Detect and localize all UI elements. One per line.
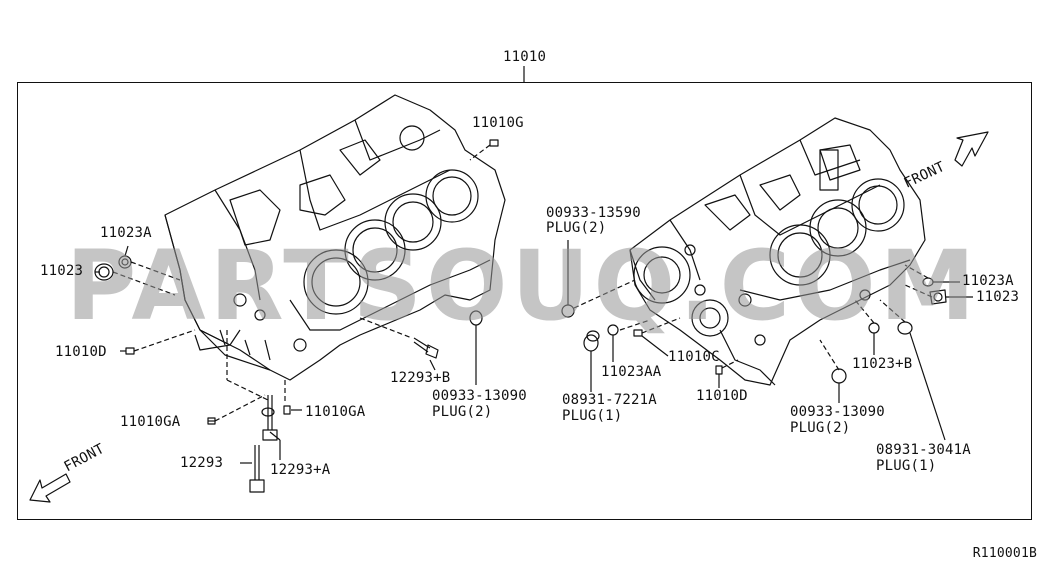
- label-00933-13590: 00933-13590: [546, 205, 641, 221]
- reference-code: R110001B: [972, 546, 1037, 561]
- label-12293b: 12293+B: [390, 370, 451, 386]
- label-plug1-right: PLUG(1): [876, 458, 937, 474]
- label-plug2-top: PLUG(2): [546, 220, 607, 236]
- label-12293: 12293: [180, 455, 224, 471]
- label-11010d-left: 11010D: [55, 344, 107, 360]
- label-00933-13090-left: 00933-13090: [432, 388, 527, 404]
- label-08931-7221a: 08931-7221A: [562, 392, 657, 408]
- label-11010d-right: 11010D: [696, 388, 748, 404]
- label-11010c: 11010C: [668, 349, 720, 365]
- label-11010ga-a: 11010GA: [120, 414, 181, 430]
- label-11010g: 11010G: [472, 115, 524, 131]
- label-plug1-mid: PLUG(1): [562, 408, 623, 424]
- label-11023b: 11023+B: [852, 356, 913, 372]
- main-part-number: 11010: [503, 49, 547, 65]
- diagram-frame: [17, 82, 1032, 520]
- label-plug2-left: PLUG(2): [432, 404, 493, 420]
- watermark: PARTSOUQ.COM: [65, 230, 980, 342]
- label-11023a-left: 11023A: [100, 225, 152, 241]
- right-cylinder-block: [561, 117, 947, 386]
- label-11010ga-b: 11010GA: [305, 404, 366, 420]
- label-00933-13090-right: 00933-13090: [790, 404, 885, 420]
- label-11023a-right: 11023A: [962, 273, 1014, 289]
- label-08931-3041a: 08931-3041A: [876, 442, 971, 458]
- left-cylinder-block: [94, 94, 506, 493]
- label-12293a: 12293+A: [270, 462, 331, 478]
- label-plug2-right: PLUG(2): [790, 420, 851, 436]
- label-11023aa: 11023AA: [601, 364, 662, 380]
- label-11023-left: 11023: [40, 263, 84, 279]
- label-11023-right: 11023: [976, 289, 1020, 305]
